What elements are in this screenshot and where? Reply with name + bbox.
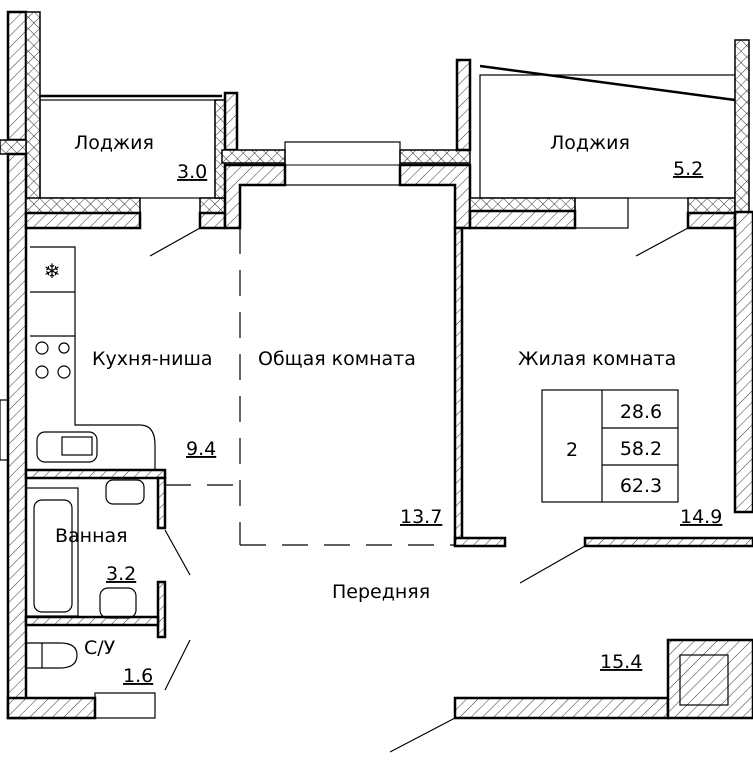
room-area: 15.4 xyxy=(600,651,642,673)
bathtub-icon xyxy=(33,499,73,613)
rooms-count: 2 xyxy=(566,439,578,461)
kitchen-fixtures: ❄ xyxy=(30,246,156,470)
kitchen-sink-icon xyxy=(36,431,98,463)
room-area: 14.9 xyxy=(680,506,722,528)
boiler-icon xyxy=(105,479,145,505)
living-area: 28.6 xyxy=(620,401,662,423)
zone-dividers xyxy=(165,228,455,546)
room-area: 5.2 xyxy=(673,158,703,180)
room-area: 13.7 xyxy=(400,506,442,528)
total-area: 58.2 xyxy=(620,438,662,460)
room-name: Передняя xyxy=(332,581,430,603)
room-area: 3.0 xyxy=(177,161,207,183)
room-name: Лоджия xyxy=(550,132,630,154)
toilet-icon xyxy=(26,642,78,669)
room-name: Жилая комната xyxy=(518,348,676,370)
room-name: С/У xyxy=(84,637,116,659)
stove-icon xyxy=(35,341,71,379)
room-name: Общая комната xyxy=(258,348,416,370)
room-labels: Лоджия 3.0 Лоджия 5.2 Кухня-ниша 9.4 Общ… xyxy=(55,132,722,687)
room-name: Лоджия xyxy=(74,132,154,154)
walls xyxy=(0,10,753,720)
washbasin-icon xyxy=(99,587,137,619)
room-name: Ванная xyxy=(55,525,128,547)
bathroom-fixtures xyxy=(25,479,145,669)
room-name: Кухня-ниша xyxy=(92,348,213,370)
room-area: 1.6 xyxy=(123,665,153,687)
room-area: 9.4 xyxy=(186,438,216,460)
fridge-icon: ❄ xyxy=(44,259,61,283)
summary-table: 2 28.6 58.2 62.3 xyxy=(541,389,679,503)
total-with-loggia: 62.3 xyxy=(620,475,662,497)
door-swings xyxy=(149,227,689,753)
room-area: 3.2 xyxy=(106,563,136,585)
